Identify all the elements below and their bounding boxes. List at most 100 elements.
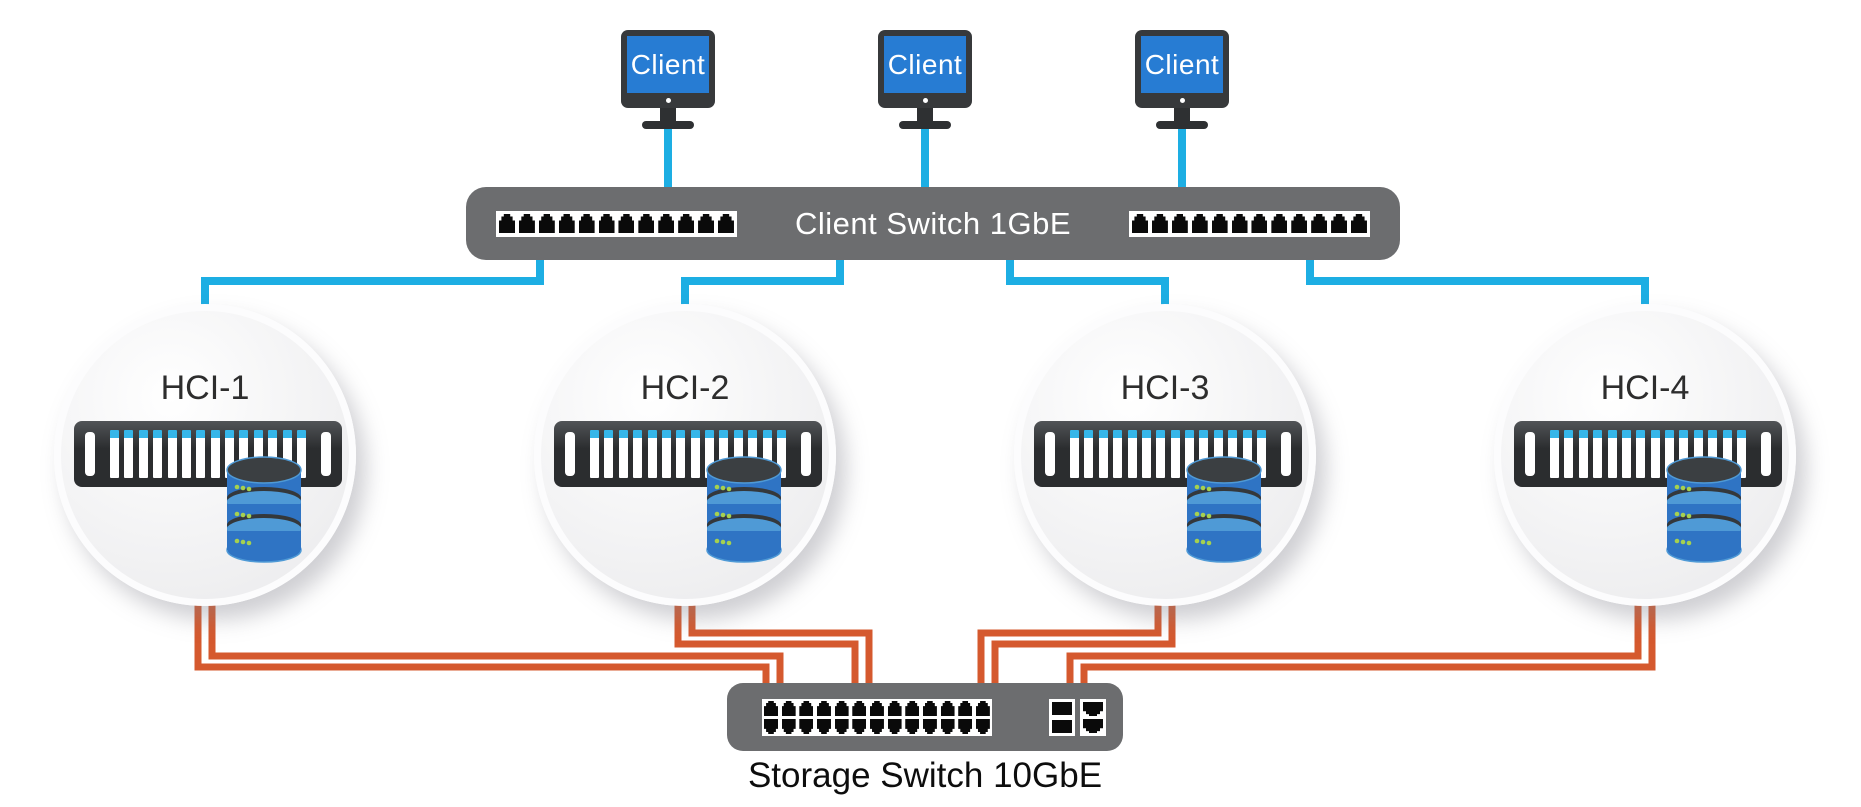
rj45-port-icon: [887, 701, 902, 716]
rj45-port-icon: [1171, 214, 1188, 233]
rj45-port-icon: [1231, 214, 1248, 233]
hci-node-label: HCI-3: [1120, 369, 1210, 407]
server-handle-icon: [1281, 432, 1291, 476]
client-monitor-3: Client: [1135, 30, 1229, 129]
rj45-port-icon: [976, 719, 990, 734]
client-switch-port-strip-left: [496, 210, 737, 237]
server-handle-icon: [85, 432, 95, 476]
storage-switch-port-strip: [762, 699, 992, 736]
database-icon: [706, 456, 782, 563]
sfp-slot-icon: [1052, 720, 1072, 733]
server-handle-icon: [801, 432, 811, 476]
sfp-slot-icon: [1052, 702, 1072, 715]
rj45-port-icon: [834, 701, 849, 716]
client-monitor-1: Client: [621, 30, 715, 129]
rj45-port-icon: [870, 719, 884, 734]
rj45-port-icon: [905, 701, 920, 716]
hci-node-1: HCI-1: [54, 304, 356, 606]
monitor-frame: Client: [1135, 30, 1229, 108]
rj45-port-icon: [1331, 214, 1348, 233]
rj45-port-icon: [1211, 214, 1228, 233]
link-client-switch-to-hci1: [201, 256, 544, 318]
rj45-port-icon: [764, 701, 778, 716]
server-handle-icon: [565, 432, 575, 476]
rj45-port-icon: [816, 701, 831, 716]
rj45-port-icon: [717, 214, 734, 233]
server-handle-icon: [1045, 432, 1055, 476]
monitor-screen: Client: [884, 36, 966, 93]
client-label: Client: [887, 48, 963, 80]
storage-switch: [727, 683, 1123, 751]
link-hci4-to-storage-switch-a: [1080, 586, 1656, 692]
server-icon: [74, 421, 342, 487]
rj45-port-icon: [678, 214, 695, 233]
rj45-port-icon: [782, 719, 796, 734]
monitor-frame: Client: [878, 30, 972, 108]
server-slats: [110, 430, 306, 478]
server-slats: [1550, 430, 1746, 478]
monitor-stand-base: [899, 121, 951, 129]
database-icon: [1186, 456, 1262, 563]
rj45-port-icon: [923, 719, 937, 734]
server-handle-icon: [321, 432, 331, 476]
rj45-port-icon: [1291, 214, 1308, 233]
link-hci3-to-storage-switch-b: [977, 586, 1162, 692]
monitor-stand-neck: [917, 108, 933, 121]
rj45-port-icon: [922, 701, 937, 716]
monitor-stand-base: [1156, 121, 1208, 129]
rj45-port-icon: [905, 719, 919, 734]
hci-node-label: HCI-1: [160, 369, 250, 407]
rj45-port-icon: [698, 214, 715, 233]
rj45-port-icon: [852, 719, 866, 734]
hci-node-4: HCI-4: [1494, 304, 1796, 606]
server-slats: [590, 430, 786, 478]
rj45-port-icon: [781, 701, 796, 716]
server-slats: [1070, 430, 1266, 478]
monitor-power-dot: [1179, 98, 1185, 103]
rj45-port-icon: [888, 719, 902, 734]
rj45-port-icon: [1151, 214, 1168, 233]
link-hci3-to-storage-switch-a: [991, 586, 1176, 692]
link-client-switch-to-hci3: [1006, 256, 1169, 318]
link-hci1-to-storage-switch-b: [208, 586, 784, 692]
rj45-port-icon: [799, 701, 814, 716]
rj45-port-icon: [941, 719, 955, 734]
rj45-port-icon: [958, 719, 972, 734]
rj45-port-icon: [598, 214, 615, 233]
rj45-port-icon: [538, 214, 555, 233]
client-label: Client: [1144, 48, 1220, 80]
storage-port-row-bottom: [764, 719, 990, 734]
monitor-stand-base: [642, 121, 694, 129]
server-handle-icon: [1761, 432, 1771, 476]
hci-node-2: HCI-2: [534, 304, 836, 606]
rj45-port-icon: [1251, 214, 1268, 233]
link-client-switch-to-hci4: [1306, 256, 1649, 318]
storage-port-row-top: [764, 701, 990, 716]
hci-node-label: HCI-2: [640, 369, 730, 407]
rj45-port-icon: [1311, 214, 1328, 233]
rj45-port-icon: [1350, 214, 1367, 233]
storage-switch-uplink-jacks: [1080, 699, 1106, 736]
rj45-port-icon: [1132, 214, 1148, 233]
rj45-port-icon: [764, 719, 778, 734]
rj45-port-icon: [578, 214, 595, 233]
rj45-port-icon: [835, 719, 849, 734]
rj45-port-icon: [558, 214, 575, 233]
monitor-screen: Client: [1141, 36, 1223, 93]
monitor-stand-neck: [1174, 108, 1190, 121]
database-icon: [226, 456, 302, 563]
rj45-port-icon: [1191, 214, 1208, 233]
rj45-port-down-icon: [1083, 702, 1103, 716]
client-monitor-2: Client: [878, 30, 972, 129]
client-switch: Client Switch 1GbE: [466, 187, 1400, 260]
rj45-port-icon: [1271, 214, 1288, 233]
hci-node-3: HCI-3: [1014, 304, 1316, 606]
client-switch-label: Client Switch 1GbE: [794, 205, 1072, 241]
server-handle-icon: [1525, 432, 1535, 476]
link-hci2-to-storage-switch-a: [674, 586, 859, 692]
link-hci2-to-storage-switch-b: [688, 586, 873, 692]
rj45-port-icon: [799, 719, 813, 734]
client-switch-port-strip-right: [1129, 210, 1370, 237]
monitor-power-dot: [922, 98, 928, 103]
